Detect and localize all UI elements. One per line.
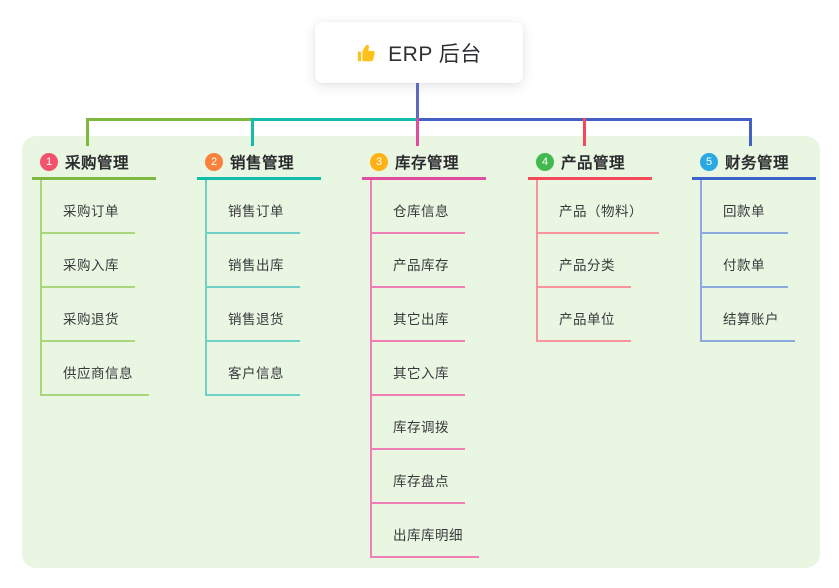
list-item[interactable]: 库存盘点 — [372, 450, 465, 504]
connector-drop-sales — [251, 118, 254, 146]
list-item[interactable]: 库存调拨 — [372, 396, 465, 450]
item-label: 采购退货 — [63, 312, 119, 327]
list-item[interactable]: 其它出库 — [372, 288, 465, 342]
branch-title-label: 采购管理 — [65, 154, 130, 172]
badge-4: 4 — [536, 152, 554, 171]
branch-title-inventory[interactable]: 3 库存管理 — [362, 146, 486, 180]
connector-drop-purchase — [86, 118, 89, 146]
branch-title-label: 销售管理 — [230, 154, 295, 172]
branches-panel — [22, 136, 820, 568]
item-label: 其它入库 — [393, 366, 449, 381]
connector-segment-green — [86, 118, 253, 121]
branch-title-label: 产品管理 — [561, 154, 626, 172]
branch-title-purchase[interactable]: 1 采购管理 — [32, 146, 156, 180]
list-item[interactable]: 销售出库 — [207, 234, 300, 288]
badge-5: 5 — [700, 152, 718, 171]
list-item[interactable]: 产品分类 — [538, 234, 631, 288]
list-item[interactable]: 仓库信息 — [372, 180, 465, 234]
list-item[interactable]: 客户信息 — [207, 342, 300, 396]
list-item[interactable]: 回款单 — [702, 180, 788, 234]
branch-inventory: 3 库存管理 仓库信息 产品库存 其它出库 其它入库 库存调拨 库存盘点 出库库… — [362, 146, 486, 558]
item-label: 产品库存 — [393, 258, 449, 273]
item-label: 产品（物料） — [559, 204, 643, 219]
item-label: 回款单 — [723, 204, 765, 219]
branch-title-label: 财务管理 — [725, 154, 790, 172]
root-node-label: ERP 后台 — [388, 42, 482, 66]
branch-title-label: 库存管理 — [395, 154, 460, 172]
item-label: 供应商信息 — [63, 366, 133, 381]
list-item[interactable]: 付款单 — [702, 234, 788, 288]
branch-finance: 5 财务管理 回款单 付款单 结算账户 — [692, 146, 816, 342]
item-label: 销售退货 — [228, 312, 284, 327]
branch-title-finance[interactable]: 5 财务管理 — [692, 146, 816, 180]
badge-2: 2 — [205, 152, 223, 171]
list-item[interactable]: 采购订单 — [42, 180, 135, 234]
item-label: 付款单 — [723, 258, 765, 273]
list-item[interactable]: 采购退货 — [42, 288, 135, 342]
list-item[interactable]: 产品（物料） — [538, 180, 659, 234]
connector-trunk — [416, 83, 419, 119]
item-label: 结算账户 — [723, 312, 779, 327]
connector-drop-inventory — [416, 118, 419, 146]
list-item[interactable]: 采购入库 — [42, 234, 135, 288]
branch-sales: 2 销售管理 销售订单 销售出库 销售退货 客户信息 — [197, 146, 321, 396]
branch-purchase: 1 采购管理 采购订单 采购入库 采购退货 供应商信息 — [32, 146, 156, 396]
list-item[interactable]: 出库库明细 — [372, 504, 479, 558]
branch-title-sales[interactable]: 2 销售管理 — [197, 146, 321, 180]
root-node-erp[interactable]: ERP 后台 — [315, 22, 523, 83]
branch-product: 4 产品管理 产品（物料） 产品分类 产品单位 — [528, 146, 659, 342]
item-label: 仓库信息 — [393, 204, 449, 219]
item-label: 出库库明细 — [393, 528, 463, 543]
list-item[interactable]: 产品库存 — [372, 234, 465, 288]
item-label: 库存盘点 — [393, 474, 449, 489]
connector-segment-teal — [253, 118, 417, 121]
item-label: 产品分类 — [559, 258, 615, 273]
item-label: 其它出库 — [393, 312, 449, 327]
item-label: 销售出库 — [228, 258, 284, 273]
thumbs-up-icon — [358, 44, 375, 61]
item-label: 产品单位 — [559, 312, 615, 327]
connector-drop-product — [583, 118, 586, 146]
list-item[interactable]: 结算账户 — [702, 288, 795, 342]
badge-3: 3 — [370, 152, 388, 171]
list-item[interactable]: 销售退货 — [207, 288, 300, 342]
branch-title-product[interactable]: 4 产品管理 — [528, 146, 652, 180]
item-label: 库存调拨 — [393, 420, 449, 435]
list-item[interactable]: 销售订单 — [207, 180, 300, 234]
list-item[interactable]: 其它入库 — [372, 342, 465, 396]
badge-1: 1 — [40, 152, 58, 171]
item-label: 采购订单 — [63, 204, 119, 219]
item-label: 采购入库 — [63, 258, 119, 273]
list-item[interactable]: 供应商信息 — [42, 342, 149, 396]
item-label: 客户信息 — [228, 366, 284, 381]
list-item[interactable]: 产品单位 — [538, 288, 631, 342]
connector-drop-finance — [749, 118, 752, 146]
item-label: 销售订单 — [228, 204, 284, 219]
